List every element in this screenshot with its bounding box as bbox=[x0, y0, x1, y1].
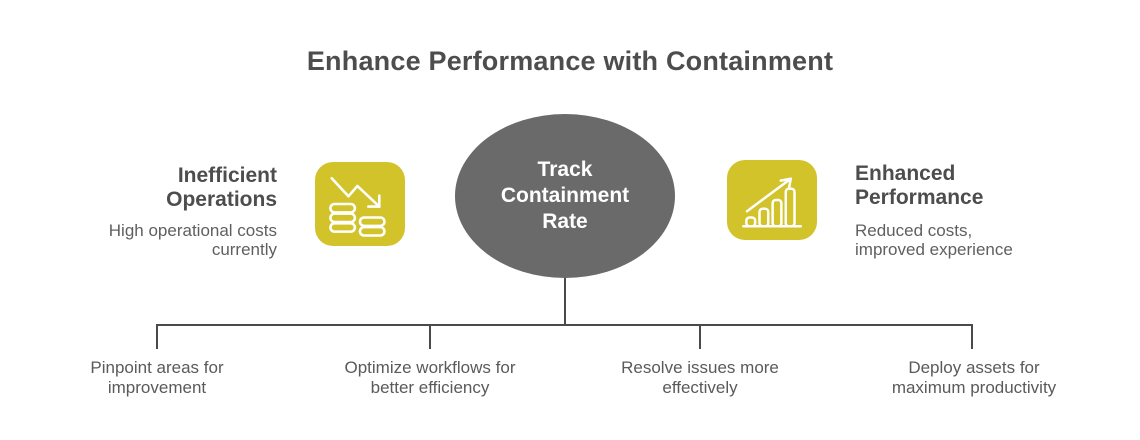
bottom-item-label: Optimize workflows for better efficiency bbox=[344, 358, 516, 397]
connector-drop-4 bbox=[971, 324, 973, 349]
page-title: Enhance Performance with Containment bbox=[306, 46, 834, 76]
connector-drop-2 bbox=[429, 324, 431, 349]
left-item-heading: Inefficient Operations bbox=[166, 164, 277, 211]
bottom-item-label: Resolve issues more effectively bbox=[621, 358, 779, 397]
connector-drop-1 bbox=[156, 324, 158, 349]
connector-center-stem bbox=[564, 278, 566, 325]
right-item-description: Reduced costs, improved experience bbox=[855, 221, 1013, 259]
bottom-item-label: Pinpoint areas for improvement bbox=[90, 358, 224, 397]
declining-costs-icon bbox=[315, 162, 405, 246]
bottom-item-label: Deploy assets for maximum productivity bbox=[891, 358, 1057, 397]
connector-drop-3 bbox=[699, 324, 701, 349]
center-node: Track Containment Rate bbox=[455, 114, 675, 278]
right-item-heading: Enhanced Performance bbox=[855, 162, 984, 209]
growth-chart-icon bbox=[727, 160, 817, 240]
left-item-description: High operational costs currently bbox=[108, 221, 277, 259]
center-node-label: Track Containment Rate bbox=[500, 158, 630, 233]
connector-horizontal-rail bbox=[156, 324, 973, 326]
